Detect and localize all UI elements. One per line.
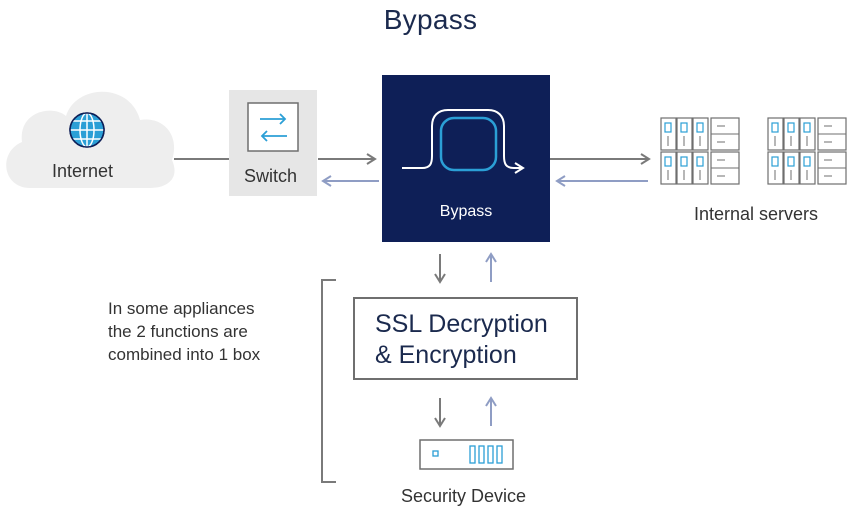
server-rack-part (696, 122, 704, 133)
diagram-title: Bypass (383, 4, 478, 35)
internet-label: Internet (52, 161, 114, 181)
ssl-line-2: & Encryption (375, 341, 517, 369)
server-rack-part (803, 122, 811, 133)
servers-label: Internal servers (694, 204, 819, 224)
grouping-bracket (321, 279, 336, 483)
ssl-line-1: SSL Decryption (375, 310, 548, 338)
note-line-2: the 2 functions are (108, 322, 248, 341)
server-rack-part (787, 122, 795, 133)
server-rack-part (787, 156, 795, 167)
server-rack-part (664, 122, 672, 133)
switch-label: Switch (244, 166, 298, 186)
server-rack-part (803, 156, 811, 167)
bypass-box (382, 75, 550, 242)
server-rack-part (680, 122, 688, 133)
server-rack-part (771, 156, 779, 167)
security-appliance-icon (419, 439, 514, 470)
ssl-label: SSL Decryption & Encryption (375, 309, 548, 371)
server-rack-part (664, 156, 672, 167)
switch-arrows-icon (247, 102, 299, 152)
bypass-loop-icon (402, 109, 525, 174)
server-rack-part (696, 156, 704, 167)
note-line-1: In some appliances (108, 299, 255, 318)
bypass-label: Bypass (439, 203, 493, 220)
server-rack-part (680, 156, 688, 167)
note-line-3: combined into 1 box (108, 345, 261, 364)
globe-icon (69, 112, 105, 148)
ssl-box: SSL Decryption & Encryption (353, 297, 578, 380)
appliance-note: In some appliances the 2 functions are c… (108, 297, 260, 366)
security-label: Security Device (401, 486, 527, 506)
server-rack-icon (660, 117, 847, 185)
server-rack-part (771, 122, 779, 133)
